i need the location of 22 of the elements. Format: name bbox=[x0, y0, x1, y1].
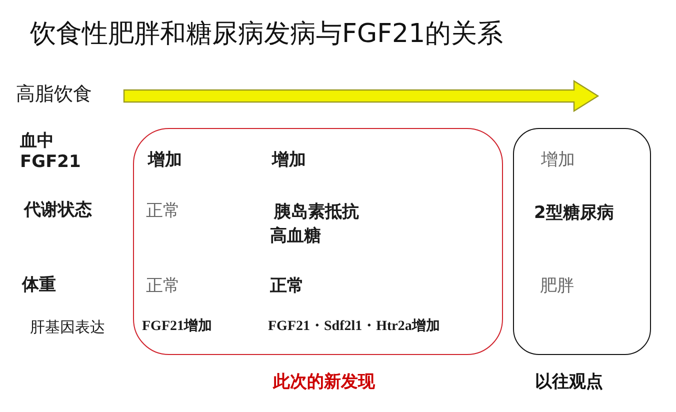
row-label: 代谢状态 bbox=[24, 200, 92, 222]
finding-text: 正常 bbox=[270, 276, 304, 296]
row-label: 肝基因表达 bbox=[30, 318, 105, 337]
rounded-panel bbox=[513, 128, 651, 355]
finding-text: 胰岛素抵抗 bbox=[274, 202, 359, 222]
finding-text: 高血糖 bbox=[270, 226, 321, 246]
finding-text: 增加 bbox=[148, 150, 182, 170]
finding-text: 正常 bbox=[146, 276, 180, 296]
axis-label: 高脂饮食 bbox=[16, 83, 92, 107]
finding-text: FGF21增加 bbox=[142, 319, 212, 336]
panel-caption: 以往观点 bbox=[535, 371, 603, 393]
finding-text: 2型糖尿病 bbox=[534, 203, 614, 224]
row-label: 体重 bbox=[22, 275, 56, 296]
finding-text: 增加 bbox=[541, 150, 575, 170]
row-label: 血中 FGF21 bbox=[20, 131, 82, 174]
finding-text: 正常 bbox=[146, 201, 180, 222]
finding-text: 增加 bbox=[272, 150, 306, 170]
finding-text: 肥胖 bbox=[540, 276, 574, 296]
finding-text: FGF21・Sdf2l1・Htr2a增加 bbox=[268, 319, 440, 336]
panel-caption: 此次的新发现 bbox=[273, 371, 375, 393]
rounded-panel bbox=[133, 128, 503, 355]
diagram-title: 饮食性肥胖和糖尿病发病与FGF21的关系 bbox=[30, 18, 504, 51]
